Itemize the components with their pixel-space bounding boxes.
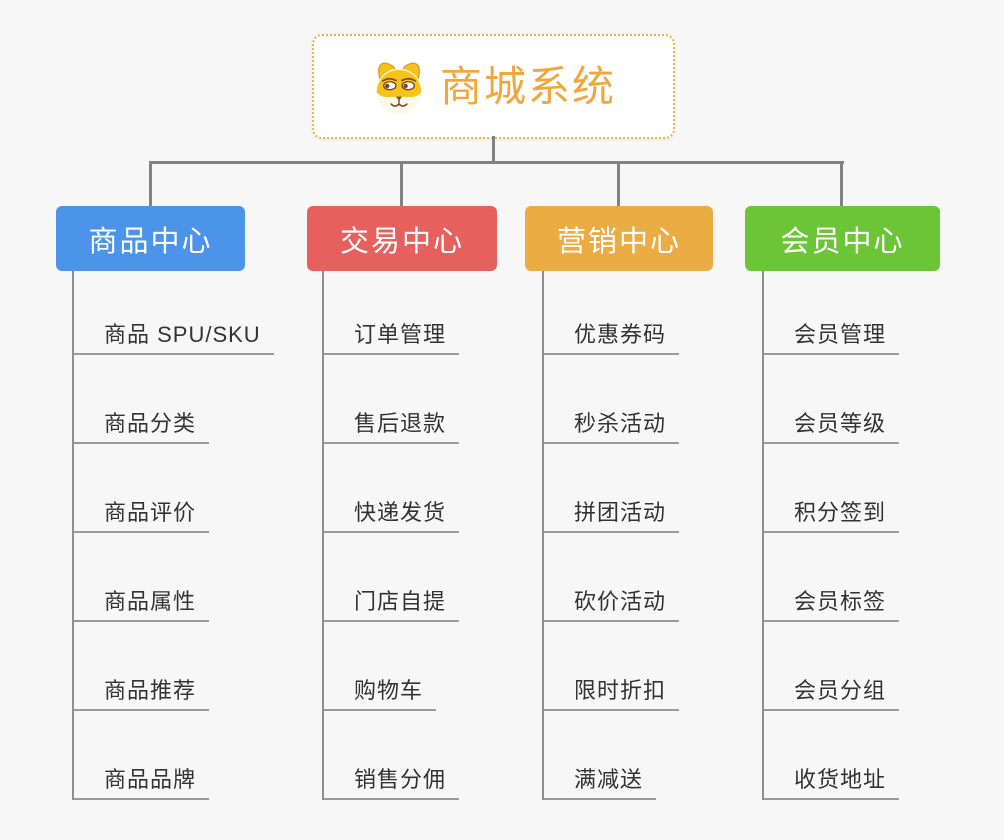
leaf-node[interactable]: 优惠券码: [544, 271, 680, 355]
leaf-label: 商品属性: [104, 588, 197, 614]
leaf-node[interactable]: 会员管理: [764, 271, 900, 355]
leaf-node[interactable]: 秒杀活动: [544, 355, 680, 444]
connector-drop-products: [149, 162, 152, 208]
leaf-label: 限时折扣: [574, 677, 667, 703]
leaf-label: 秒杀活动: [574, 410, 667, 436]
leaf-label: 砍价活动: [574, 588, 667, 614]
branch-column-products: 商品 SPU/SKU 商品分类 商品评价 商品属性 商品推荐 商品品牌: [72, 271, 274, 800]
leaf-label: 收货地址: [794, 766, 887, 792]
leaf-node[interactable]: 拼团活动: [544, 444, 680, 533]
leaf-node[interactable]: 满减送: [544, 711, 657, 800]
branch-header-products[interactable]: 商品中心: [56, 206, 245, 271]
leaf-node[interactable]: 商品 SPU/SKU: [74, 271, 274, 355]
leaf-label: 会员标签: [794, 588, 887, 614]
leaf-node[interactable]: 商品属性: [74, 533, 210, 622]
leaf-node[interactable]: 限时折扣: [544, 622, 680, 711]
connector-bus: [149, 161, 844, 164]
leaf-node[interactable]: 会员标签: [764, 533, 900, 622]
leaf-label: 商品评价: [104, 499, 197, 525]
leaf-node[interactable]: 商品推荐: [74, 622, 210, 711]
leaf-node[interactable]: 商品品牌: [74, 711, 210, 800]
leaf-node[interactable]: 砍价活动: [544, 533, 680, 622]
leaf-label: 会员管理: [794, 321, 887, 347]
leaf-label: 销售分佣: [354, 766, 447, 792]
branch-column-members: 会员管理 会员等级 积分签到 会员标签 会员分组 收货地址: [762, 271, 900, 800]
leaf-label: 拼团活动: [574, 499, 667, 525]
leaf-label: 商品品牌: [104, 766, 197, 792]
leaf-label: 商品推荐: [104, 677, 197, 703]
leaf-node[interactable]: 商品分类: [74, 355, 210, 444]
leaf-label: 快递发货: [354, 499, 447, 525]
leaf-label: 商品分类: [104, 410, 197, 436]
leaf-node[interactable]: 购物车: [324, 622, 437, 711]
root-title: 商城系统: [439, 62, 616, 110]
leaf-node[interactable]: 订单管理: [324, 271, 460, 355]
leaf-node[interactable]: 销售分佣: [324, 711, 460, 800]
dog-icon: [376, 62, 422, 114]
leaf-node[interactable]: 门店自提: [324, 533, 460, 622]
connector-root-stem: [492, 136, 495, 163]
leaf-label: 售后退款: [354, 410, 447, 436]
branch-header-members[interactable]: 会员中心: [745, 206, 940, 271]
connector-drop-marketing: [617, 162, 620, 208]
branch-header-marketing[interactable]: 营销中心: [525, 206, 713, 271]
leaf-label: 积分签到: [794, 499, 887, 525]
leaf-node[interactable]: 会员分组: [764, 622, 900, 711]
leaf-label: 会员分组: [794, 677, 887, 703]
leaf-node[interactable]: 商品评价: [74, 444, 210, 533]
leaf-node[interactable]: 收货地址: [764, 711, 900, 800]
leaf-node[interactable]: 快递发货: [324, 444, 460, 533]
leaf-node[interactable]: 售后退款: [324, 355, 460, 444]
leaf-label: 优惠券码: [574, 321, 667, 347]
root-node[interactable]: 商城系统: [312, 34, 675, 139]
leaf-node[interactable]: 积分签到: [764, 444, 900, 533]
branch-column-trade: 订单管理 售后退款 快递发货 门店自提 购物车 销售分佣: [322, 271, 460, 800]
connector-drop-trade: [400, 162, 403, 208]
leaf-label: 门店自提: [354, 588, 447, 614]
branch-header-trade[interactable]: 交易中心: [307, 206, 497, 271]
leaf-label: 满减送: [574, 766, 644, 792]
leaf-label: 购物车: [354, 677, 424, 703]
branch-column-marketing: 优惠券码 秒杀活动 拼团活动 砍价活动 限时折扣 满减送: [542, 271, 680, 800]
connector-drop-members: [840, 162, 843, 208]
leaf-label: 订单管理: [354, 321, 447, 347]
leaf-label: 会员等级: [794, 410, 887, 436]
leaf-label: 商品 SPU/SKU: [104, 321, 261, 347]
leaf-node[interactable]: 会员等级: [764, 355, 900, 444]
